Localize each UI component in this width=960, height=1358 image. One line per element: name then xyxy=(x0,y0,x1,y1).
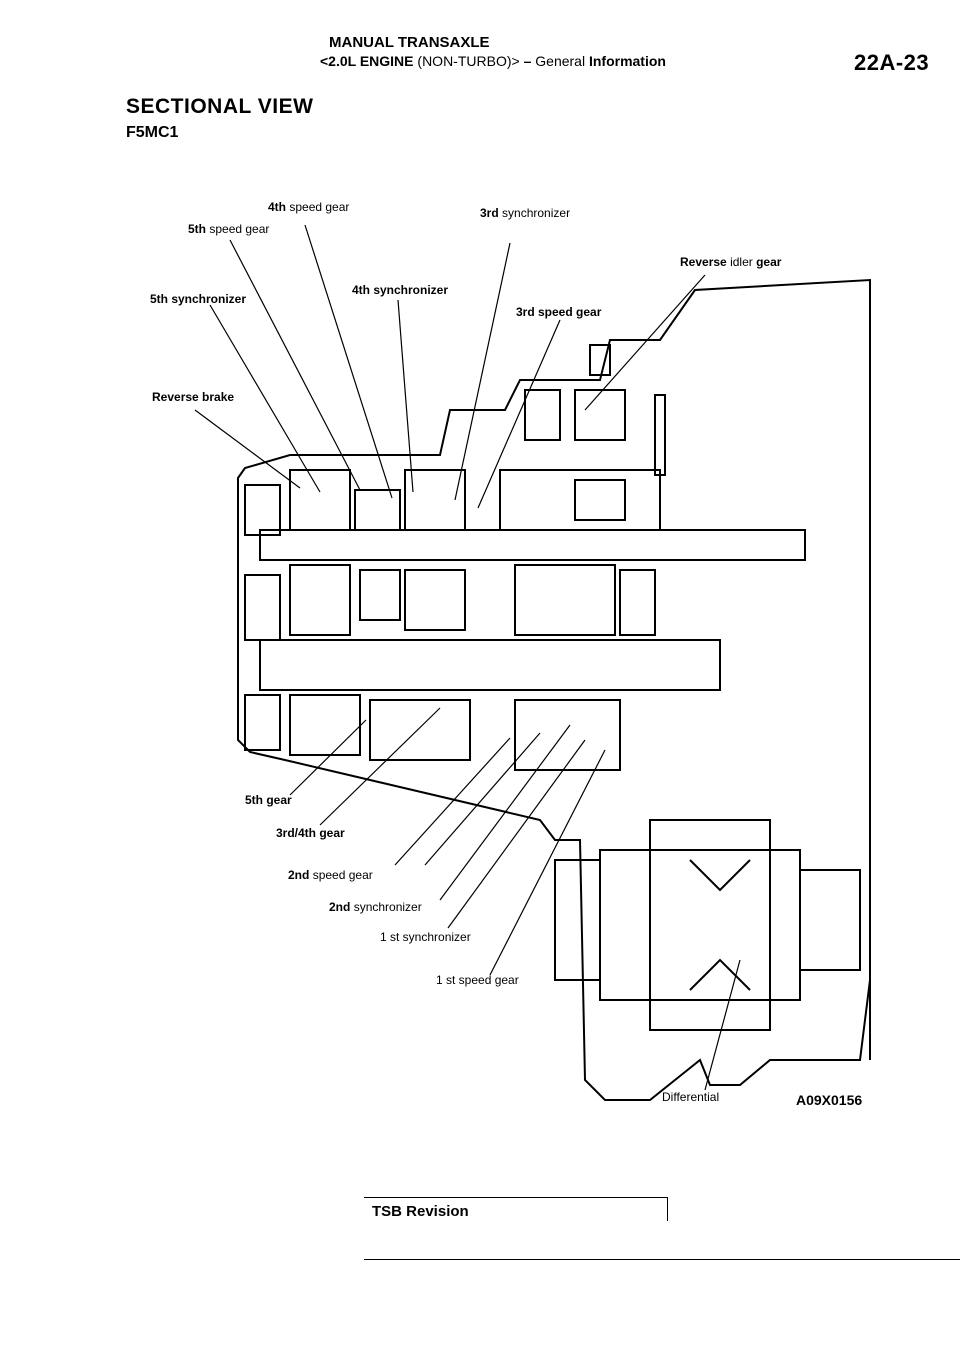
info-label: Information xyxy=(588,53,666,69)
engine-label: <2.0L ENGINE xyxy=(320,53,414,69)
label-2nd-synchronizer: 2nd synchronizer xyxy=(329,900,422,914)
label-5th-speed-gear-text: speed gear xyxy=(209,222,270,236)
label-2nd-speed-gear-text: speed gear xyxy=(312,868,373,882)
label-3rd-synchronizer-text: synchronizer xyxy=(502,206,571,220)
dash: – xyxy=(523,53,532,69)
engine-subtitle: <2.0L ENGINE (NON-TURBO)> – General Info… xyxy=(320,53,666,69)
manual-title: MANUAL TRANSAXLE xyxy=(329,34,490,51)
label-3rd-synchronizer: 3rd synchronizer xyxy=(480,206,570,220)
tsb-revision-box xyxy=(364,1197,668,1221)
label-reverse-idler-a: Reverse xyxy=(680,255,727,269)
tsb-revision-label: TSB Revision xyxy=(372,1203,469,1220)
label-2nd-synchronizer-text: synchronizer xyxy=(353,900,422,914)
section-title: SECTIONAL VIEW xyxy=(126,95,314,118)
label-5th-gear: 5th gear xyxy=(245,793,292,807)
label-reverse-brake: Reverse brake xyxy=(152,390,235,404)
model-code: F5MC1 xyxy=(126,124,179,141)
label-reverse-idler-gear: Reverse idler gear xyxy=(680,255,781,269)
label-reverse-idler-c: gear xyxy=(756,255,782,269)
label-5th-speed-gear-num: 5th xyxy=(188,222,206,236)
variant-label: (NON-TURBO)> xyxy=(417,53,520,69)
label-2nd-synchronizer-num: 2nd xyxy=(329,900,351,914)
label-2nd-speed-gear: 2nd speed gear xyxy=(288,868,373,882)
footer-rule xyxy=(364,1259,960,1260)
label-reverse-idler-b: idler xyxy=(730,255,753,269)
label-3rd-4th-gear: 3rd/4th gear xyxy=(276,826,345,840)
label-1st-speed-gear: 1 st speed gear xyxy=(436,973,519,987)
label-4th-speed-gear: 4th speed gear xyxy=(268,200,349,214)
label-4th-speed-gear-text: speed gear xyxy=(289,200,350,214)
label-3rd-speed-gear: 3rd speed gear xyxy=(516,305,602,319)
label-2nd-speed-gear-num: 2nd xyxy=(288,868,310,882)
label-3rd-synchronizer-num: 3rd xyxy=(480,206,499,220)
label-5th-synchronizer: 5th synchronizer xyxy=(150,292,247,306)
label-1st-synchronizer: 1 st synchronizer xyxy=(380,930,471,944)
label-differential: Differential xyxy=(662,1090,720,1104)
figure-code: A09X0156 xyxy=(796,1092,863,1108)
section-label: General xyxy=(535,53,586,69)
label-4th-speed-gear-num: 4th xyxy=(268,200,286,214)
label-4th-synchronizer: 4th synchronizer xyxy=(352,283,449,297)
page-number: 22A-23 xyxy=(854,50,930,75)
label-5th-speed-gear: 5th speed gear xyxy=(188,222,269,236)
